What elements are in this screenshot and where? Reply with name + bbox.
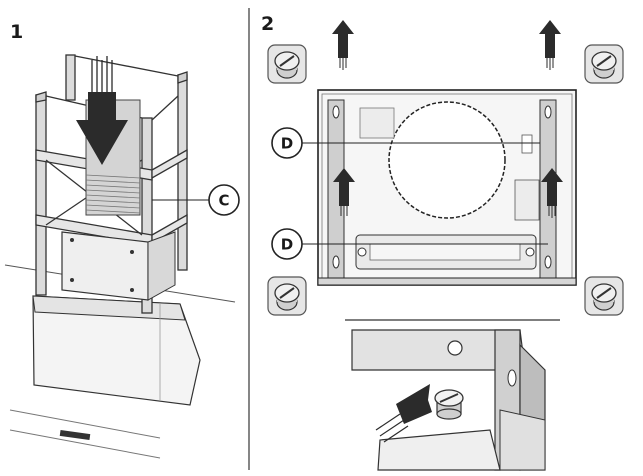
motor-box xyxy=(61,231,176,301)
up-arrow-icon xyxy=(538,19,562,71)
hood-plate xyxy=(317,89,577,286)
airflow-arrow-icon xyxy=(375,384,432,443)
screw-detail-view xyxy=(351,329,546,471)
callout-d-upper-letter: D xyxy=(281,135,293,153)
callout-d-lower-letter: D xyxy=(281,236,293,254)
step-2-panel: 2 xyxy=(261,13,624,471)
chimney-body xyxy=(32,295,201,406)
screw-icon xyxy=(584,44,624,84)
step-1-number: 1 xyxy=(10,21,23,43)
step-2-number: 2 xyxy=(261,13,274,35)
callout-c: C xyxy=(152,184,240,216)
up-arrow-icon xyxy=(331,19,355,71)
callout-d-upper: D xyxy=(271,127,540,159)
callout-d-lower: D xyxy=(271,228,548,260)
screw-icon xyxy=(267,276,307,316)
step-1-panel: 1 xyxy=(4,21,240,459)
callout-c-letter: C xyxy=(218,192,229,210)
screw-icon xyxy=(267,44,307,84)
airflow-arrow-icon xyxy=(76,56,128,165)
screw-icon xyxy=(584,276,624,316)
screw-icon xyxy=(434,389,464,420)
